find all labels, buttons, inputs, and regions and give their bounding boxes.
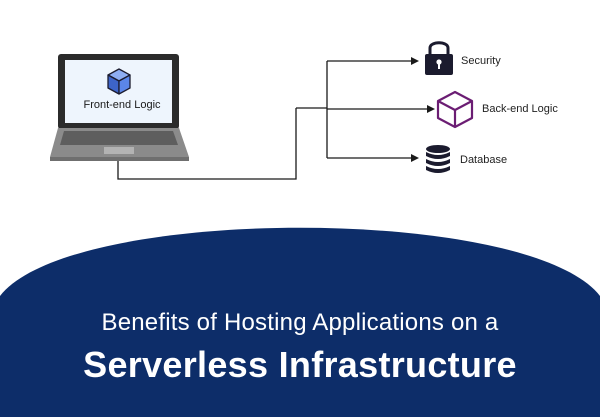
backend-logic-label: Back-end Logic	[482, 103, 558, 115]
database-label: Database	[460, 154, 508, 166]
laptop-front-edge	[50, 157, 189, 161]
laptop-connector	[117, 108, 297, 180]
laptop-trackpad	[104, 147, 134, 154]
database-icon	[426, 145, 450, 173]
security-label: Security	[461, 55, 501, 67]
connector-lines	[117, 60, 428, 180]
connector-arrowheads	[411, 57, 435, 162]
lock-icon	[425, 41, 453, 75]
banner-title: Serverless Infrastructure	[83, 344, 517, 385]
cube-icon	[107, 68, 131, 95]
arrow-backend	[427, 105, 435, 113]
arrow-database	[411, 154, 419, 162]
laptop-keyboard	[60, 131, 178, 145]
backend-cube-icon	[436, 90, 474, 129]
banner-background	[0, 227, 600, 417]
banner-subtitle: Benefits of Hosting Applications on a	[101, 309, 499, 336]
arrow-security	[411, 57, 419, 65]
laptop-label: Front-end Logic	[83, 99, 161, 111]
